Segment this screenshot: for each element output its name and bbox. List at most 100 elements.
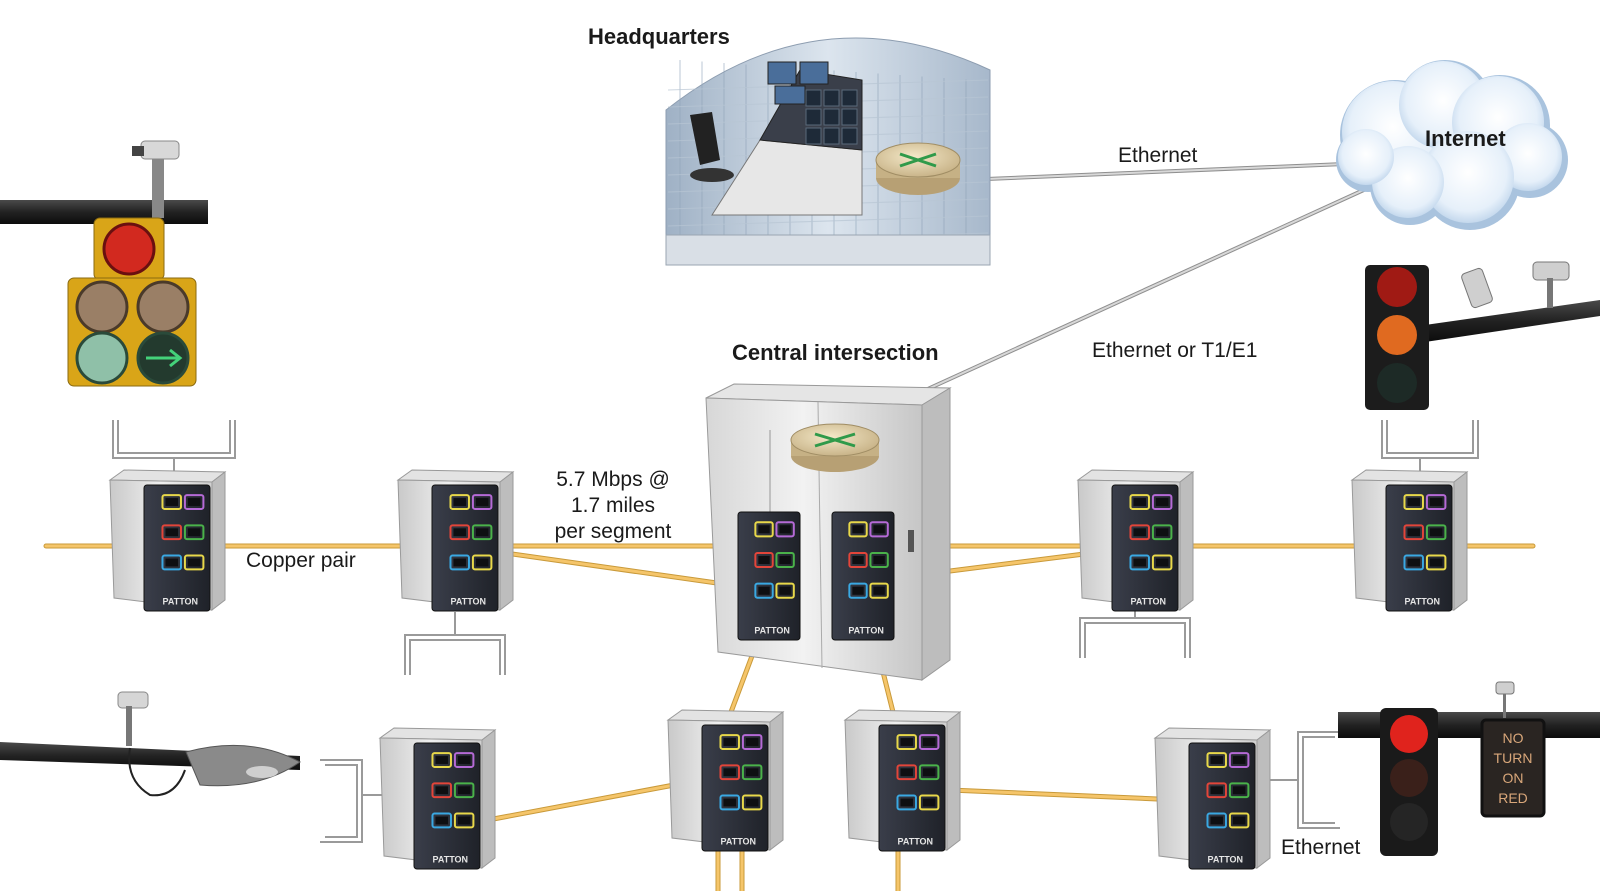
cabinet-node-3-device: PATTON (1111, 484, 1179, 612)
wiring-bracket-red-light (1270, 731, 1340, 829)
cabinet-node-4-device-port (1425, 524, 1447, 541)
cabinet-node-4: PATTON (1350, 469, 1469, 612)
cabinet-bottom-1-device-port (431, 812, 452, 829)
cabinet-bottom-3-device-port (896, 794, 917, 811)
central-device-1-port (775, 521, 795, 538)
cabinet-bottom-4: PATTON (1153, 727, 1272, 870)
label-headquarters: Headquarters (588, 24, 730, 49)
cabinet-node-2: PATTON (396, 469, 515, 612)
cabinet-bottom-1-device-logo: PATTON (433, 855, 469, 865)
cabinet-bottom-2-device-port (719, 764, 740, 781)
headquarters-building (665, 37, 991, 266)
cabinet-bottom-2-device-logo: PATTON (721, 837, 757, 847)
cabinet-node-1: PATTON (108, 469, 227, 612)
cabinet-node-2-device: PATTON (431, 484, 499, 612)
central-device-1-logo: PATTON (754, 626, 790, 636)
camera-right-2-icon (1532, 261, 1570, 281)
central-device-1-port (754, 551, 774, 569)
mast-arm-right (1425, 300, 1600, 342)
cabinet-node-3-device-port (1129, 524, 1150, 541)
cabinet-node-4-device-body (1385, 484, 1453, 612)
amber-lamp-bottom-right (1390, 759, 1428, 797)
camera-bottom-right-icon (1495, 681, 1515, 695)
cabinet-bottom-3-device-port (918, 794, 940, 811)
green-arrow-icon (146, 348, 183, 368)
label-internet: Internet (1425, 126, 1506, 151)
street-light-cable (128, 747, 186, 797)
central-device-2-port (869, 582, 889, 599)
copper-link-b4-b5 (948, 788, 1182, 802)
cabinet-bottom-3-device: PATTON (878, 724, 946, 852)
cabinet-bottom-1-device-port (453, 752, 475, 768)
label-ethernet-hq-internet: Ethernet (1118, 144, 1198, 167)
central-device-2-port (869, 551, 889, 569)
label-ethernet-or-t1e1: Ethernet or T1/E1 (1092, 339, 1258, 362)
cabinet-node-3-device-logo: PATTON (1131, 597, 1167, 607)
monitor-1 (767, 61, 797, 85)
cabinet-bottom-4-device-port (1206, 782, 1227, 799)
cabinet-bottom-2-device: PATTON (701, 724, 769, 852)
cabinet-node-2-device-port (471, 494, 493, 510)
central-device-1-port (754, 521, 774, 538)
wiring-bracket-right-light (1381, 420, 1479, 459)
cabinet-bottom-2-device-port (741, 764, 763, 781)
building-base (665, 234, 991, 266)
cabinet-node-2-device-port (449, 524, 470, 541)
cabinet-bottom-3-device-port (896, 764, 917, 781)
cabinet-bottom-4-device: PATTON (1188, 742, 1256, 870)
cabinet-node-1-device-port (183, 554, 205, 571)
cabinet-bottom-1-device-port (453, 812, 475, 829)
cabinet-node-1-device: PATTON (143, 484, 211, 612)
sign-text-1: TURN (1494, 750, 1533, 766)
traffic-light-right (1365, 261, 1600, 410)
cabinet-node-2-device-port (471, 554, 493, 571)
cabinet-node-4-device-logo: PATTON (1405, 597, 1441, 607)
cabinet-node-2-device-body (431, 484, 499, 612)
no-turn-on-red-sign (1480, 718, 1546, 818)
cabinet-node-1-device-port (161, 554, 182, 571)
cabinet-node-4-device-port (1425, 554, 1447, 571)
traffic-light-left (0, 140, 208, 387)
cabinet-node-3-device-port (1129, 494, 1150, 510)
cabinet-bottom-2: PATTON (666, 709, 785, 852)
cabinet-bottom-4-device-port (1206, 812, 1227, 829)
label-ethernet-bottom: Ethernet (1281, 836, 1361, 859)
wiring-bracket-left-light (112, 420, 236, 459)
cabinet-node-2-device-logo: PATTON (451, 597, 487, 607)
cabinet-node-2-device-port (471, 524, 493, 541)
central-device-2-body (831, 511, 895, 641)
central-device-2-port (869, 521, 889, 538)
central-device-2-port (848, 551, 868, 569)
central-router (790, 423, 880, 472)
monitor-2 (799, 61, 829, 85)
ethernet-link-hq-internet (961, 162, 1369, 181)
cabinet-node-2-device-port (449, 494, 470, 510)
monitor-3 (774, 85, 806, 105)
cabinet-bottom-1-device: PATTON (413, 742, 481, 870)
cabinet-bottom-4-device-logo: PATTON (1208, 855, 1244, 865)
sign-text-0: NO (1503, 730, 1524, 746)
cabinet-node-3: PATTON (1076, 469, 1195, 612)
cabinet-bottom-1: PATTON (378, 727, 497, 870)
cabinet-bottom-3-device-port (896, 734, 917, 750)
wiring-bracket-node3 (1079, 617, 1191, 658)
street-light (0, 691, 301, 797)
nodes-layer: PATTON PATTON PATTON PATTON PATTON PATTON PATT… (108, 383, 1469, 870)
red-lamp-right (1377, 267, 1417, 307)
label-central-intersection: Central intersection (732, 340, 939, 365)
cabinet-node-4-device-port (1403, 524, 1424, 541)
central-device-1: PATTON (737, 511, 801, 641)
street-light-head (185, 744, 301, 787)
central-device-2: PATTON (831, 511, 895, 641)
wiring-bracket-street-light (320, 759, 388, 843)
cabinet-bottom-3-device-body (878, 724, 946, 852)
cabinet-bottom-3: PATTON (843, 709, 962, 852)
cabinet-node-4-device-port (1403, 494, 1424, 510)
cabinet-node-1-device-port (183, 494, 205, 510)
cabinet-bottom-1-device-port (453, 782, 475, 799)
cabinet-bottom-2-device-port (741, 794, 763, 811)
label-speed-line3: per segment (554, 520, 672, 543)
cabinet-node-4-device-port (1403, 554, 1424, 571)
